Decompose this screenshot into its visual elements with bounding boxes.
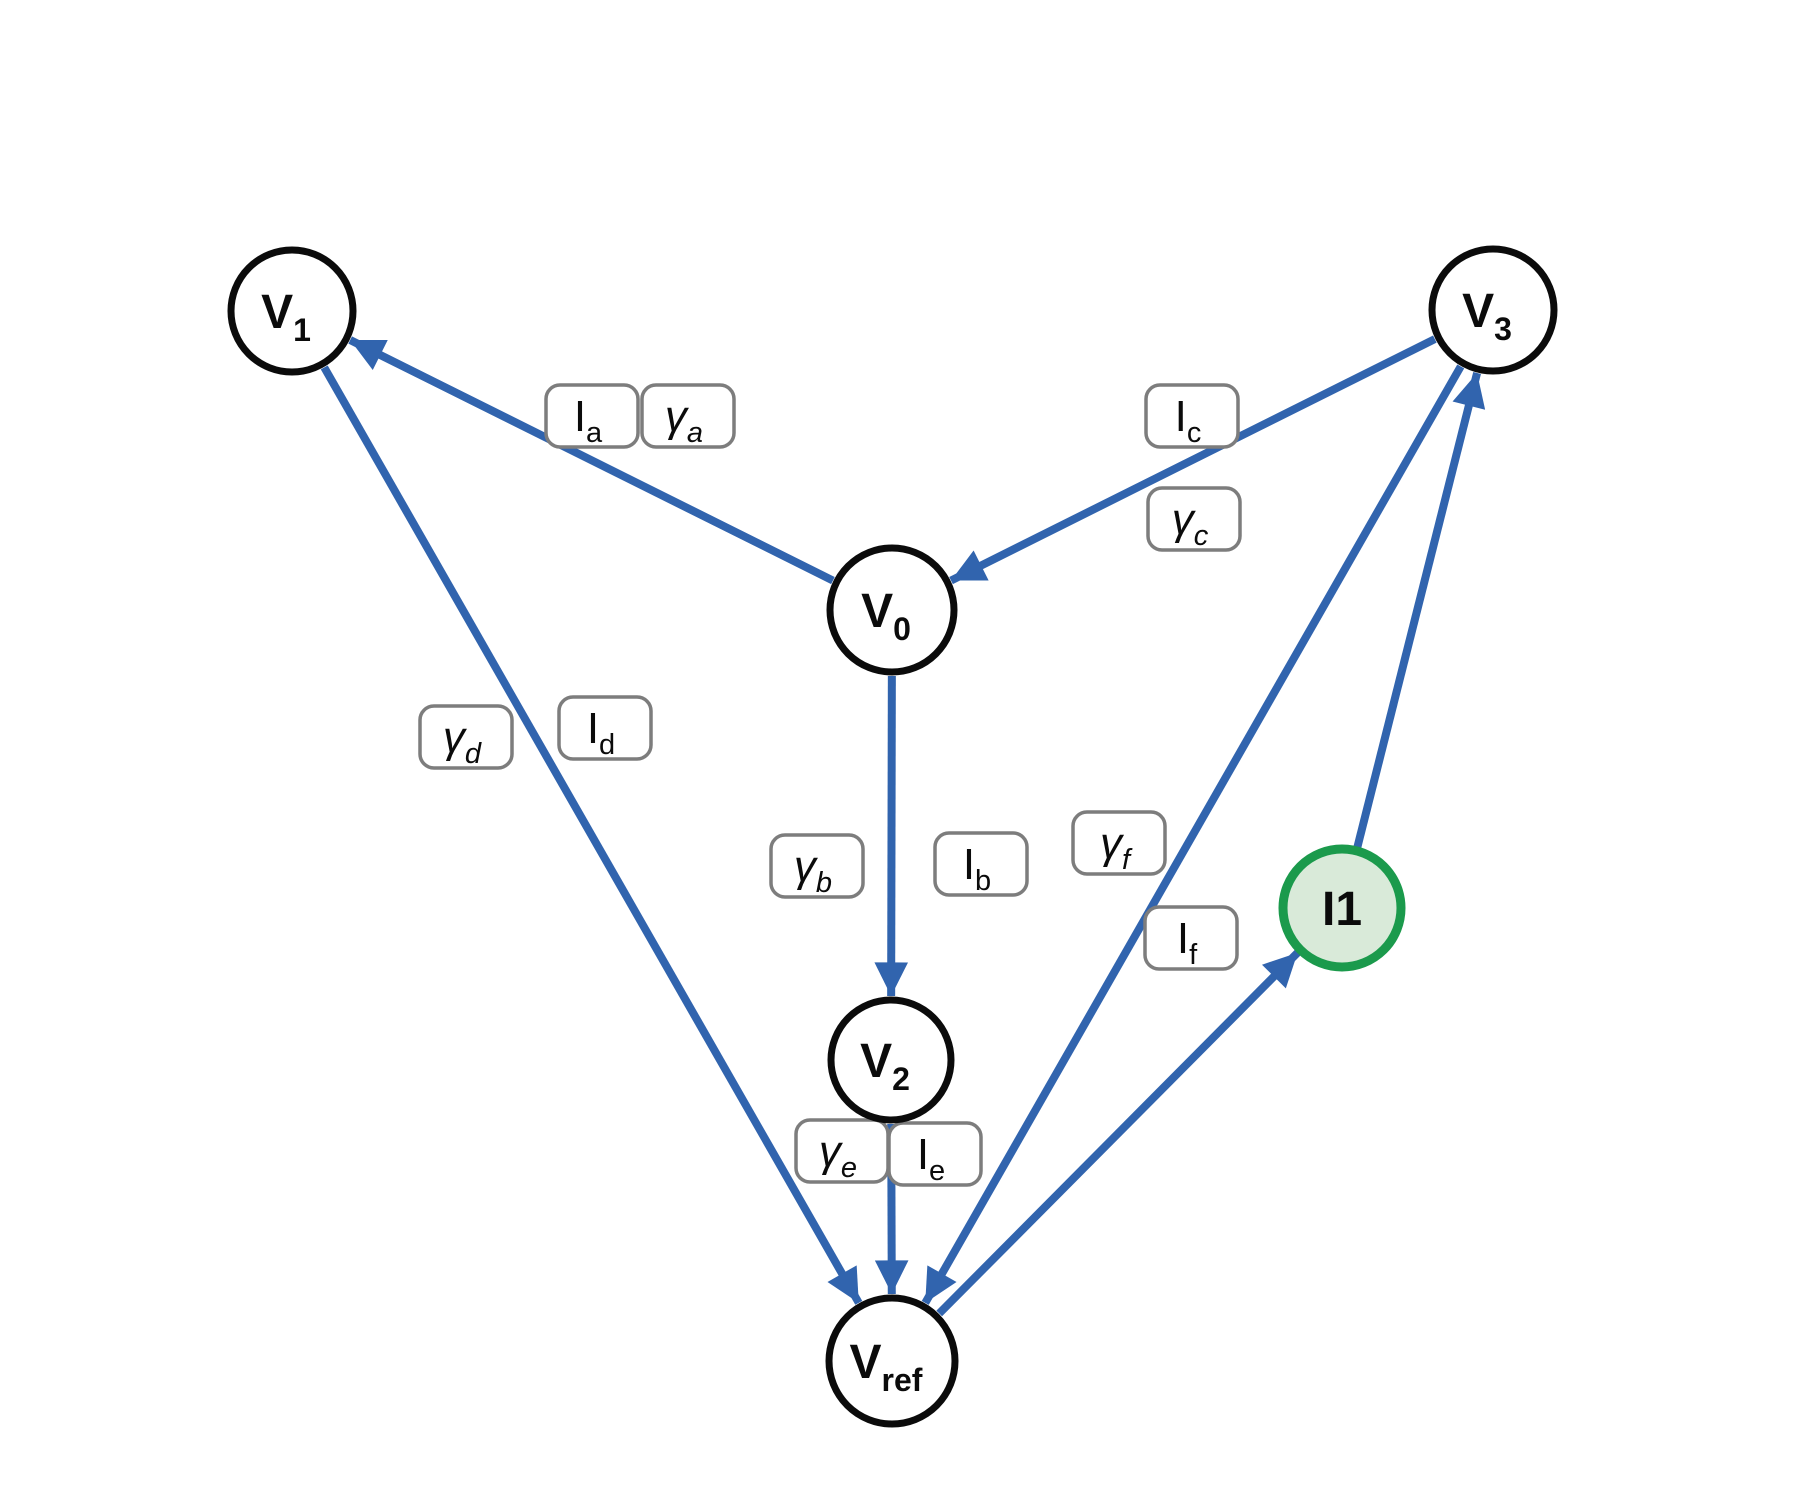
edge-label-I_b: Ib	[933, 831, 1029, 897]
edge-vref-to-i1	[936, 949, 1301, 1317]
edge-label-text: γf	[1100, 819, 1133, 876]
edge-label-box	[1144, 383, 1240, 449]
node-label-i1: I1	[1322, 883, 1362, 936]
node-v2: V2	[827, 996, 955, 1124]
edge-label-I_d: Id	[557, 695, 653, 761]
edge-v1-to-vref	[320, 365, 863, 1305]
edge-label-gamma_a: γa	[640, 383, 736, 449]
edge-label-box	[1071, 810, 1167, 876]
node-label-v0: V0	[861, 585, 911, 647]
node-label-v3: V3	[1462, 285, 1512, 347]
edge-label-box	[769, 833, 865, 899]
edge-label-text: Ib	[963, 840, 991, 897]
edge-label-I_f: If	[1143, 905, 1239, 971]
edge-label-text: Id	[587, 704, 615, 761]
node-v3: V3	[1428, 245, 1558, 375]
edge-label-box	[933, 831, 1029, 897]
edge-label-box	[640, 383, 736, 449]
edge-label-I_e: Ie	[887, 1121, 983, 1187]
edge-label-gamma_c: γc	[1146, 486, 1242, 552]
edge-label-box	[1146, 486, 1242, 552]
voltage-node-circle-v3	[1428, 245, 1558, 375]
edge-v3-to-v0	[949, 335, 1437, 585]
edge-label-I_a: Ia	[544, 383, 640, 449]
edge-label-text: γc	[1172, 495, 1209, 552]
edge-label-box	[557, 695, 653, 761]
node-label-v2: V2	[860, 1035, 910, 1097]
voltage-node-circle-v0	[826, 544, 958, 676]
edge-label-text: γa	[665, 392, 703, 449]
edge-label-I_c: Ic	[1144, 383, 1240, 449]
edge-label-text: γe	[819, 1127, 857, 1184]
edge-label-gamma_b: γb	[769, 833, 865, 899]
node-vref: Vref	[825, 1294, 959, 1428]
voltage-node-circle-v2	[827, 996, 955, 1124]
edge-label-gamma_e: γe	[794, 1118, 890, 1184]
voltage-node-circle-vref	[825, 1294, 959, 1428]
node-v0: V0	[826, 544, 958, 676]
edge-label-text: Ie	[917, 1130, 945, 1187]
edge-label-text: Ic	[1175, 392, 1202, 449]
edge-label-text: γd	[443, 713, 482, 770]
edge-label-box	[418, 704, 514, 770]
edge-label-text: γb	[794, 842, 832, 899]
edge-label-gamma_f: γf	[1071, 810, 1167, 876]
current-source-circle-i1	[1278, 844, 1406, 972]
node-i1: I1	[1278, 844, 1406, 972]
edge-i1-to-v3	[1353, 372, 1486, 848]
edge-label-gamma_d: γd	[418, 704, 514, 770]
edge-label-text: Ia	[574, 392, 603, 449]
edge-label-box	[887, 1121, 983, 1187]
edge-label-box	[1143, 905, 1239, 971]
node-v1: V1	[227, 246, 357, 376]
edge-v0-to-v2	[874, 675, 909, 997]
edge-label-box	[544, 383, 640, 449]
voltage-node-circle-v1	[227, 246, 357, 376]
edge-label-text: If	[1177, 914, 1198, 971]
edge-v0-to-v1	[348, 336, 835, 585]
node-label-v1: V1	[261, 286, 311, 348]
edge-v3-to-vref	[921, 364, 1465, 1305]
node-label-vref: Vref	[850, 1336, 923, 1398]
